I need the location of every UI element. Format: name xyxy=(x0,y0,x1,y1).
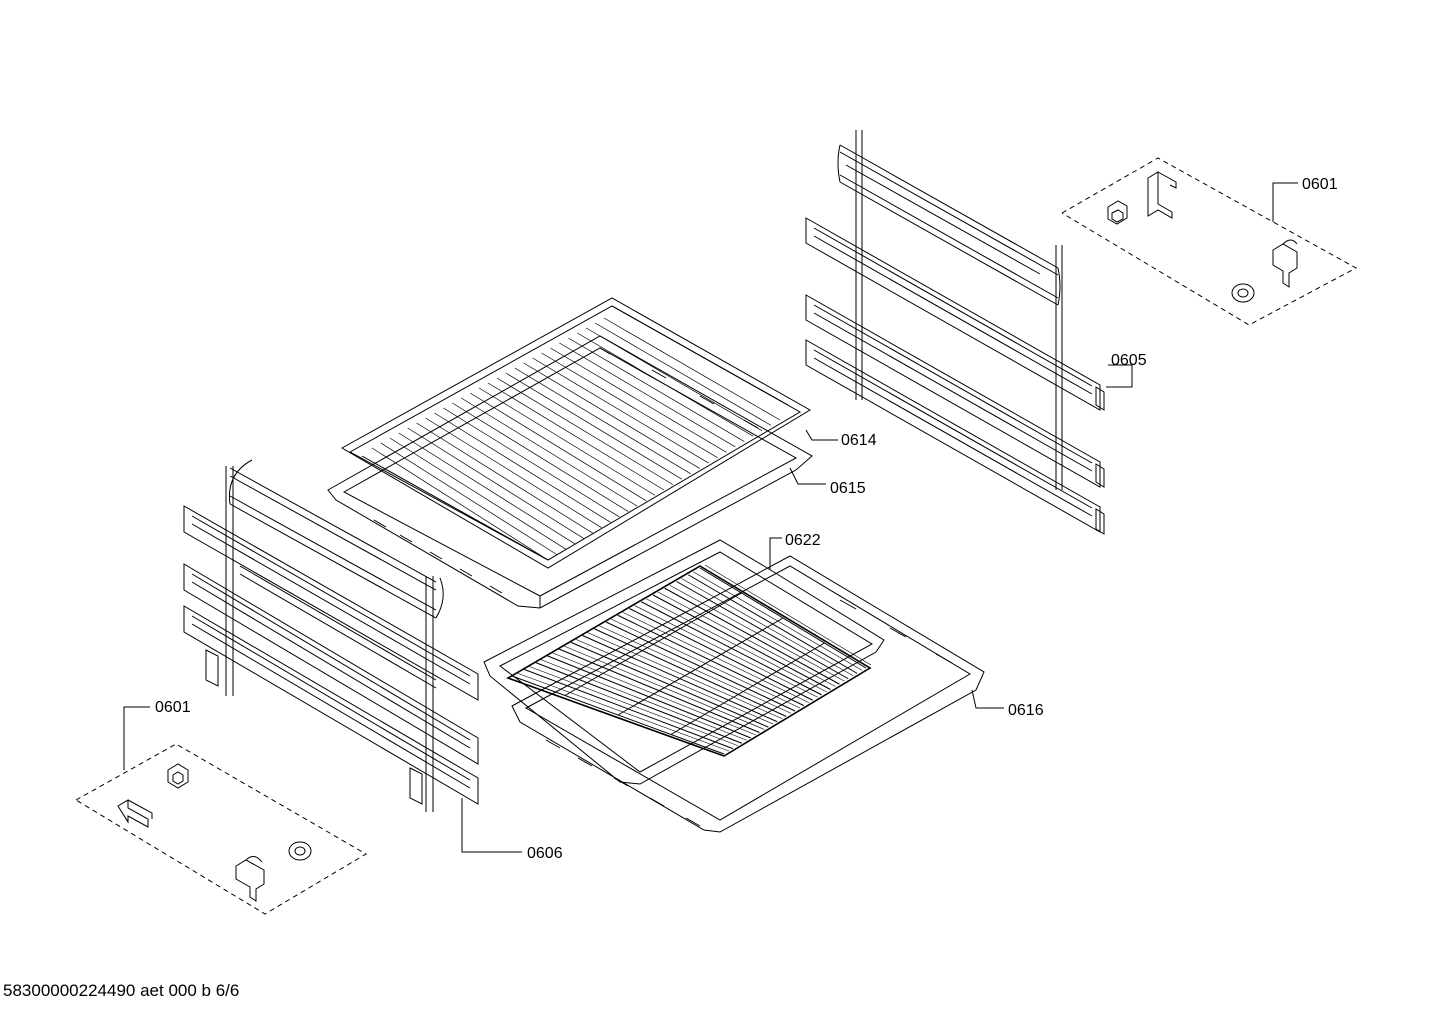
part-label-0622: 0622 xyxy=(785,532,821,549)
part-label-0605: 0605 xyxy=(1111,352,1147,369)
clip-hook-icon xyxy=(1272,239,1298,288)
grill-insert: 0622 xyxy=(483,532,885,785)
clip-nut-icon xyxy=(1107,200,1128,225)
part-label-0606: 0606 xyxy=(527,845,563,862)
document-id-footer: 58300000224490 aet 000 b 6/6 xyxy=(3,981,240,1000)
clip-bracket-icon xyxy=(1147,171,1177,219)
part-label-0615: 0615 xyxy=(830,480,866,497)
clip-hook-icon xyxy=(235,856,265,902)
side-rail-right: 0605 xyxy=(805,130,1147,535)
rail-mount-bracket-icon xyxy=(205,649,423,805)
tray-vent-slots xyxy=(373,369,759,594)
clip-kit-top-right: 0601 xyxy=(1061,157,1358,326)
part-label-0601-left: 0601 xyxy=(155,699,191,716)
part-label-0616: 0616 xyxy=(1008,702,1044,719)
part-label-0601-top: 0601 xyxy=(1302,176,1338,193)
pan-vent-slots xyxy=(545,599,953,827)
clip-nut-icon xyxy=(167,763,189,789)
baking-tray: 0615 xyxy=(327,335,866,609)
side-rail-left: 0606 xyxy=(183,459,563,862)
deep-pan: 0616 xyxy=(511,555,1044,833)
clip-grommet-icon xyxy=(288,841,312,861)
clip-kit-bottom-left: 0601 xyxy=(75,699,367,915)
wire-grill: 0614 xyxy=(340,297,877,569)
clip-bracket-icon xyxy=(117,799,153,828)
part-label-0614: 0614 xyxy=(841,432,877,449)
clip-grommet-icon xyxy=(1231,283,1255,303)
